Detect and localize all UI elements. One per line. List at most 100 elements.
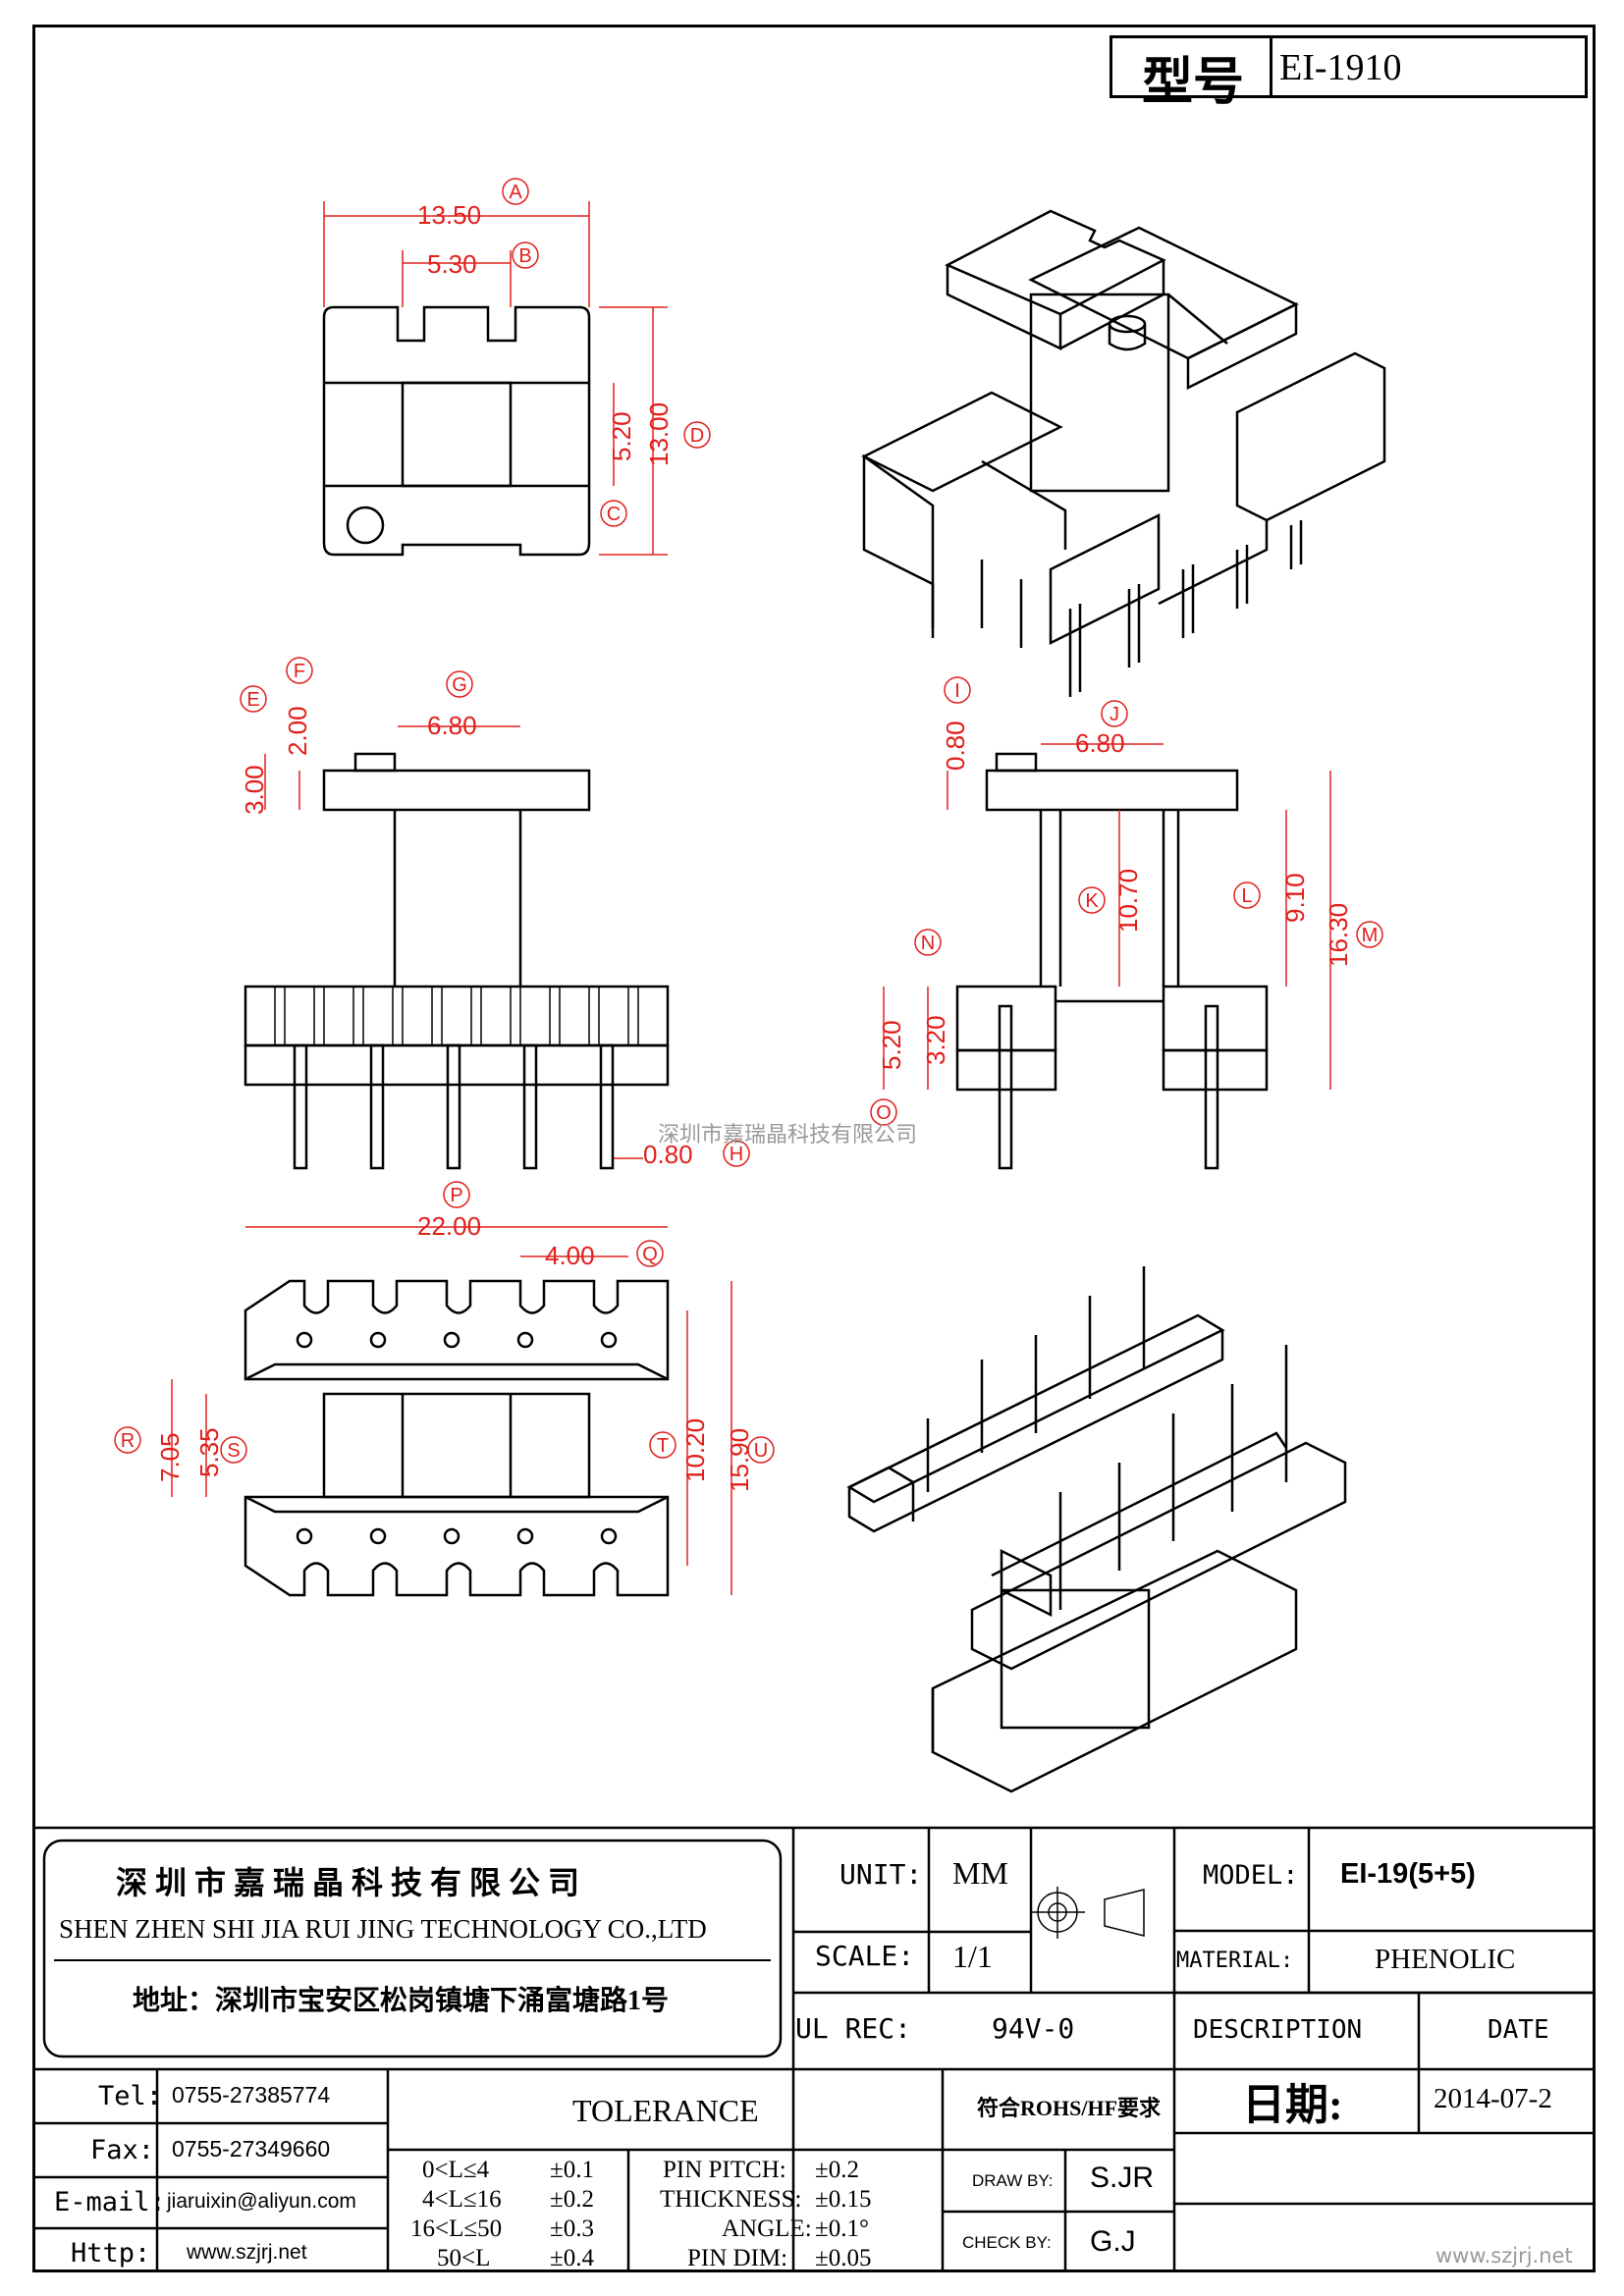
tol-range: 50<L	[437, 2245, 491, 2269]
bottom-view	[244, 1279, 670, 1597]
tolerance-table: 0<L≤4 ±0.1 4<L≤16 ±0.2 16<L≤50 ±0.3 50<L…	[393, 2155, 938, 2269]
material-value: PHENOLIC	[1375, 1944, 1516, 1975]
svg-text:B: B	[518, 245, 531, 267]
dim-k-value: 10.70	[1113, 869, 1143, 933]
svg-text:R: R	[121, 1430, 135, 1452]
svg-text:S: S	[227, 1440, 240, 1462]
svg-text:D: D	[690, 425, 704, 447]
svg-text:C: C	[607, 504, 621, 525]
dim-r-value: 7.05	[155, 1432, 185, 1482]
svg-text:G: G	[452, 674, 467, 696]
scale-value: 1/1	[952, 1939, 993, 1974]
spec-name: THICKNESS:	[660, 2186, 802, 2213]
spec-tol: ±0.05	[815, 2245, 872, 2269]
tolerance-title: TOLERANCE	[572, 2093, 759, 2128]
dim-m-value: 16.30	[1324, 903, 1353, 967]
dim-t-value: 10.20	[680, 1418, 710, 1482]
front-view	[244, 752, 670, 1170]
svg-text:O: O	[876, 1102, 892, 1124]
dim-b-value: 5.30	[427, 249, 477, 279]
model-label-cn: 型号	[1142, 55, 1245, 111]
dim-n-value: 3.20	[921, 1015, 950, 1065]
dim-e-value: 3.00	[240, 765, 269, 815]
part-number: EI-1910	[1279, 47, 1402, 88]
svg-text:Q: Q	[642, 1244, 658, 1265]
unit-value: MM	[952, 1855, 1008, 1891]
tol-value: ±0.1	[550, 2157, 594, 2183]
dim-o-value: 5.20	[877, 1020, 906, 1070]
svg-text:H: H	[730, 1144, 743, 1165]
spec-tol: ±0.1°	[815, 2216, 869, 2242]
date-big-label: 日期:	[1242, 2081, 1343, 2129]
dim-j-value: 6.80	[1075, 728, 1125, 758]
scale-label: SCALE:	[815, 1940, 915, 1972]
http-label: Http:	[71, 2238, 151, 2269]
tol-value: ±0.3	[550, 2216, 594, 2242]
fax-value: 0755-27349660	[172, 2136, 331, 2162]
spec-name: PIN DIM:	[687, 2245, 788, 2269]
rohs-note: 符合ROHS/HF要求	[977, 2096, 1162, 2120]
center-watermark: 深圳市嘉瑞晶科技有限公司	[658, 1123, 918, 1148]
svg-text:A: A	[509, 182, 522, 203]
dim-i-value: 0.80	[941, 721, 970, 771]
svg-text:M: M	[1362, 925, 1379, 946]
spec-name: ANGLE:	[722, 2216, 812, 2242]
svg-text:T: T	[657, 1435, 669, 1457]
model-value: EI-19(5+5)	[1340, 1858, 1476, 1890]
ul-label: UL REC:	[795, 2012, 912, 2045]
svg-text:U: U	[754, 1440, 768, 1462]
company-name-cn: 深 圳 市 嘉 瑞 晶 科 技 有 限 公 司	[116, 1865, 580, 1900]
email-label: E-mail:	[54, 2187, 166, 2217]
projection-symbol	[1031, 1887, 1145, 1939]
tel-value: 0755-27385774	[172, 2082, 331, 2108]
dim-q-value: 4.00	[545, 1241, 595, 1270]
dim-d-value: 13.00	[644, 402, 674, 466]
date-label: DATE	[1488, 2015, 1549, 2045]
model-label: MODEL:	[1203, 1860, 1299, 1891]
dim-g-value: 6.80	[427, 711, 477, 740]
svg-text:P: P	[450, 1185, 462, 1206]
ul-value: 94V-0	[992, 2012, 1075, 2045]
email-value: jiaruixin@aliyun.com	[167, 2190, 356, 2213]
draw-value: S.JR	[1090, 2162, 1155, 2194]
spec-tol: ±0.2	[815, 2157, 859, 2183]
dim-d2-value: 5.20	[607, 411, 636, 461]
dim-u-value: 15.90	[725, 1428, 754, 1492]
material-label: MATERIAL:	[1176, 1949, 1294, 1973]
dim-s-value: 5.35	[194, 1427, 224, 1477]
dim-f-value: 2.00	[283, 706, 312, 756]
spec-tol: ±0.15	[815, 2186, 872, 2213]
tol-value: ±0.4	[550, 2245, 594, 2269]
tel-label: Tel:	[98, 2081, 163, 2111]
dim-p-value: 22.00	[417, 1211, 481, 1241]
side-view	[955, 752, 1269, 1170]
svg-text:K: K	[1085, 890, 1099, 912]
company-name-en: SHEN ZHEN SHI JIA RUI JING TECHNOLOGY CO…	[59, 1914, 707, 1944]
spec-name: PIN PITCH:	[663, 2157, 786, 2183]
description-label: DESCRIPTION	[1193, 2015, 1363, 2045]
tol-range: 16<L≤50	[410, 2216, 503, 2242]
company-address: 地址：深圳市宝安区松岗镇塘下涌富塘路1号	[133, 1986, 670, 2016]
dim-a-value: 13.50	[417, 200, 481, 230]
dim-l-value: 9.10	[1280, 873, 1310, 923]
fax-label: Fax:	[90, 2135, 155, 2165]
drawing-frame	[32, 25, 1596, 2272]
tol-value: ±0.2	[550, 2186, 594, 2213]
date-value: 2014-07-2	[1434, 2083, 1552, 2114]
svg-text:I: I	[954, 680, 960, 702]
iso-view-top	[861, 209, 1386, 697]
dim-h-value: 0.80	[643, 1140, 693, 1169]
check-label: CHECK BY:	[962, 2233, 1052, 2252]
corner-watermark: www.szjrj.net	[1435, 2244, 1573, 2268]
svg-text:E: E	[246, 689, 259, 711]
check-value: G.J	[1090, 2225, 1136, 2258]
tol-range: 4<L≤16	[422, 2186, 502, 2213]
svg-text:N: N	[921, 933, 935, 954]
http-value: www.szjrj.net	[187, 2241, 307, 2264]
tol-range: 0<L≤4	[422, 2157, 490, 2183]
unit-label: UNIT:	[839, 1858, 923, 1891]
svg-text:L: L	[1241, 885, 1252, 907]
draw-label: DRAW BY:	[972, 2171, 1054, 2190]
